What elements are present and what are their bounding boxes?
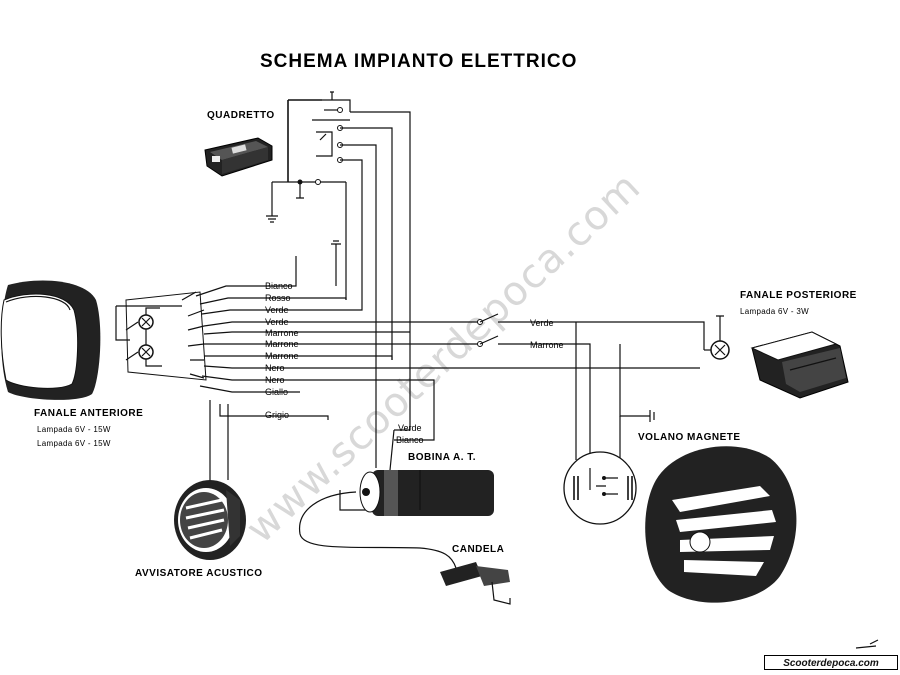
horn-wires: Grigio <box>209 400 329 484</box>
coil-label: BOBINA A. T. <box>408 452 476 463</box>
switch-wiring <box>266 91 411 420</box>
horn <box>174 480 246 560</box>
front-lamp-spec-2: Lampada 6V - 15W <box>37 439 111 448</box>
wire-label-verde-2: Verde <box>265 317 289 327</box>
wire-label-marrone-3: Marrone <box>265 351 299 361</box>
flywheel-label: VOLANO MAGNETE <box>638 432 741 443</box>
wire-label-marrone-1: Marrone <box>265 328 299 338</box>
page-title: SCHEMA IMPIANTO ELETTRICO <box>260 51 577 72</box>
corner-mark <box>855 639 879 649</box>
wire-label-nero-2: Nero <box>265 375 285 385</box>
wire-bundle <box>195 256 705 468</box>
ignition-coil <box>359 470 494 516</box>
bundle-labels: Bianco Rosso Verde Verde Marrone Marrone… <box>265 281 564 397</box>
front-headlight-label: FANALE ANTERIORE <box>34 408 143 419</box>
wire-label-bianco: Bianco <box>265 281 293 291</box>
rear-lamp-spec: Lampada 6V - 3W <box>740 307 809 316</box>
wire-label-nero-1: Nero <box>265 363 285 373</box>
quadretto-label: QUADRETTO <box>207 110 275 121</box>
spark-plug-label: CANDELA <box>452 544 504 555</box>
wire-label-rear-verde: Verde <box>530 318 554 328</box>
flywheel-magneto <box>563 344 797 603</box>
wire-label-coil-bianco: Bianco <box>396 435 424 445</box>
wire-label-verde-1: Verde <box>265 305 289 315</box>
wire-label-rosso: Rosso <box>265 293 291 303</box>
wire-label-grigio: Grigio <box>265 410 289 420</box>
front-lamp-spec-1: Lampada 6V - 15W <box>37 425 111 434</box>
quadretto-switch <box>204 137 273 177</box>
spark-plug <box>299 491 511 605</box>
horn-label: AVVISATORE ACUSTICO <box>135 568 262 579</box>
headlight-bulb-holder <box>115 291 207 381</box>
wire-label-marrone-2: Marrone <box>265 339 299 349</box>
rear-light-label: FANALE POSTERIORE <box>740 290 857 301</box>
front-headlight <box>0 280 101 400</box>
rear-light <box>704 315 849 399</box>
site-credit-badge: Scooterdepoca.com <box>764 655 898 670</box>
wire-label-coil-verde: Verde <box>398 423 422 433</box>
wire-label-giallo: Giallo <box>265 387 288 397</box>
wire-label-rear-marrone: Marrone <box>530 340 564 350</box>
